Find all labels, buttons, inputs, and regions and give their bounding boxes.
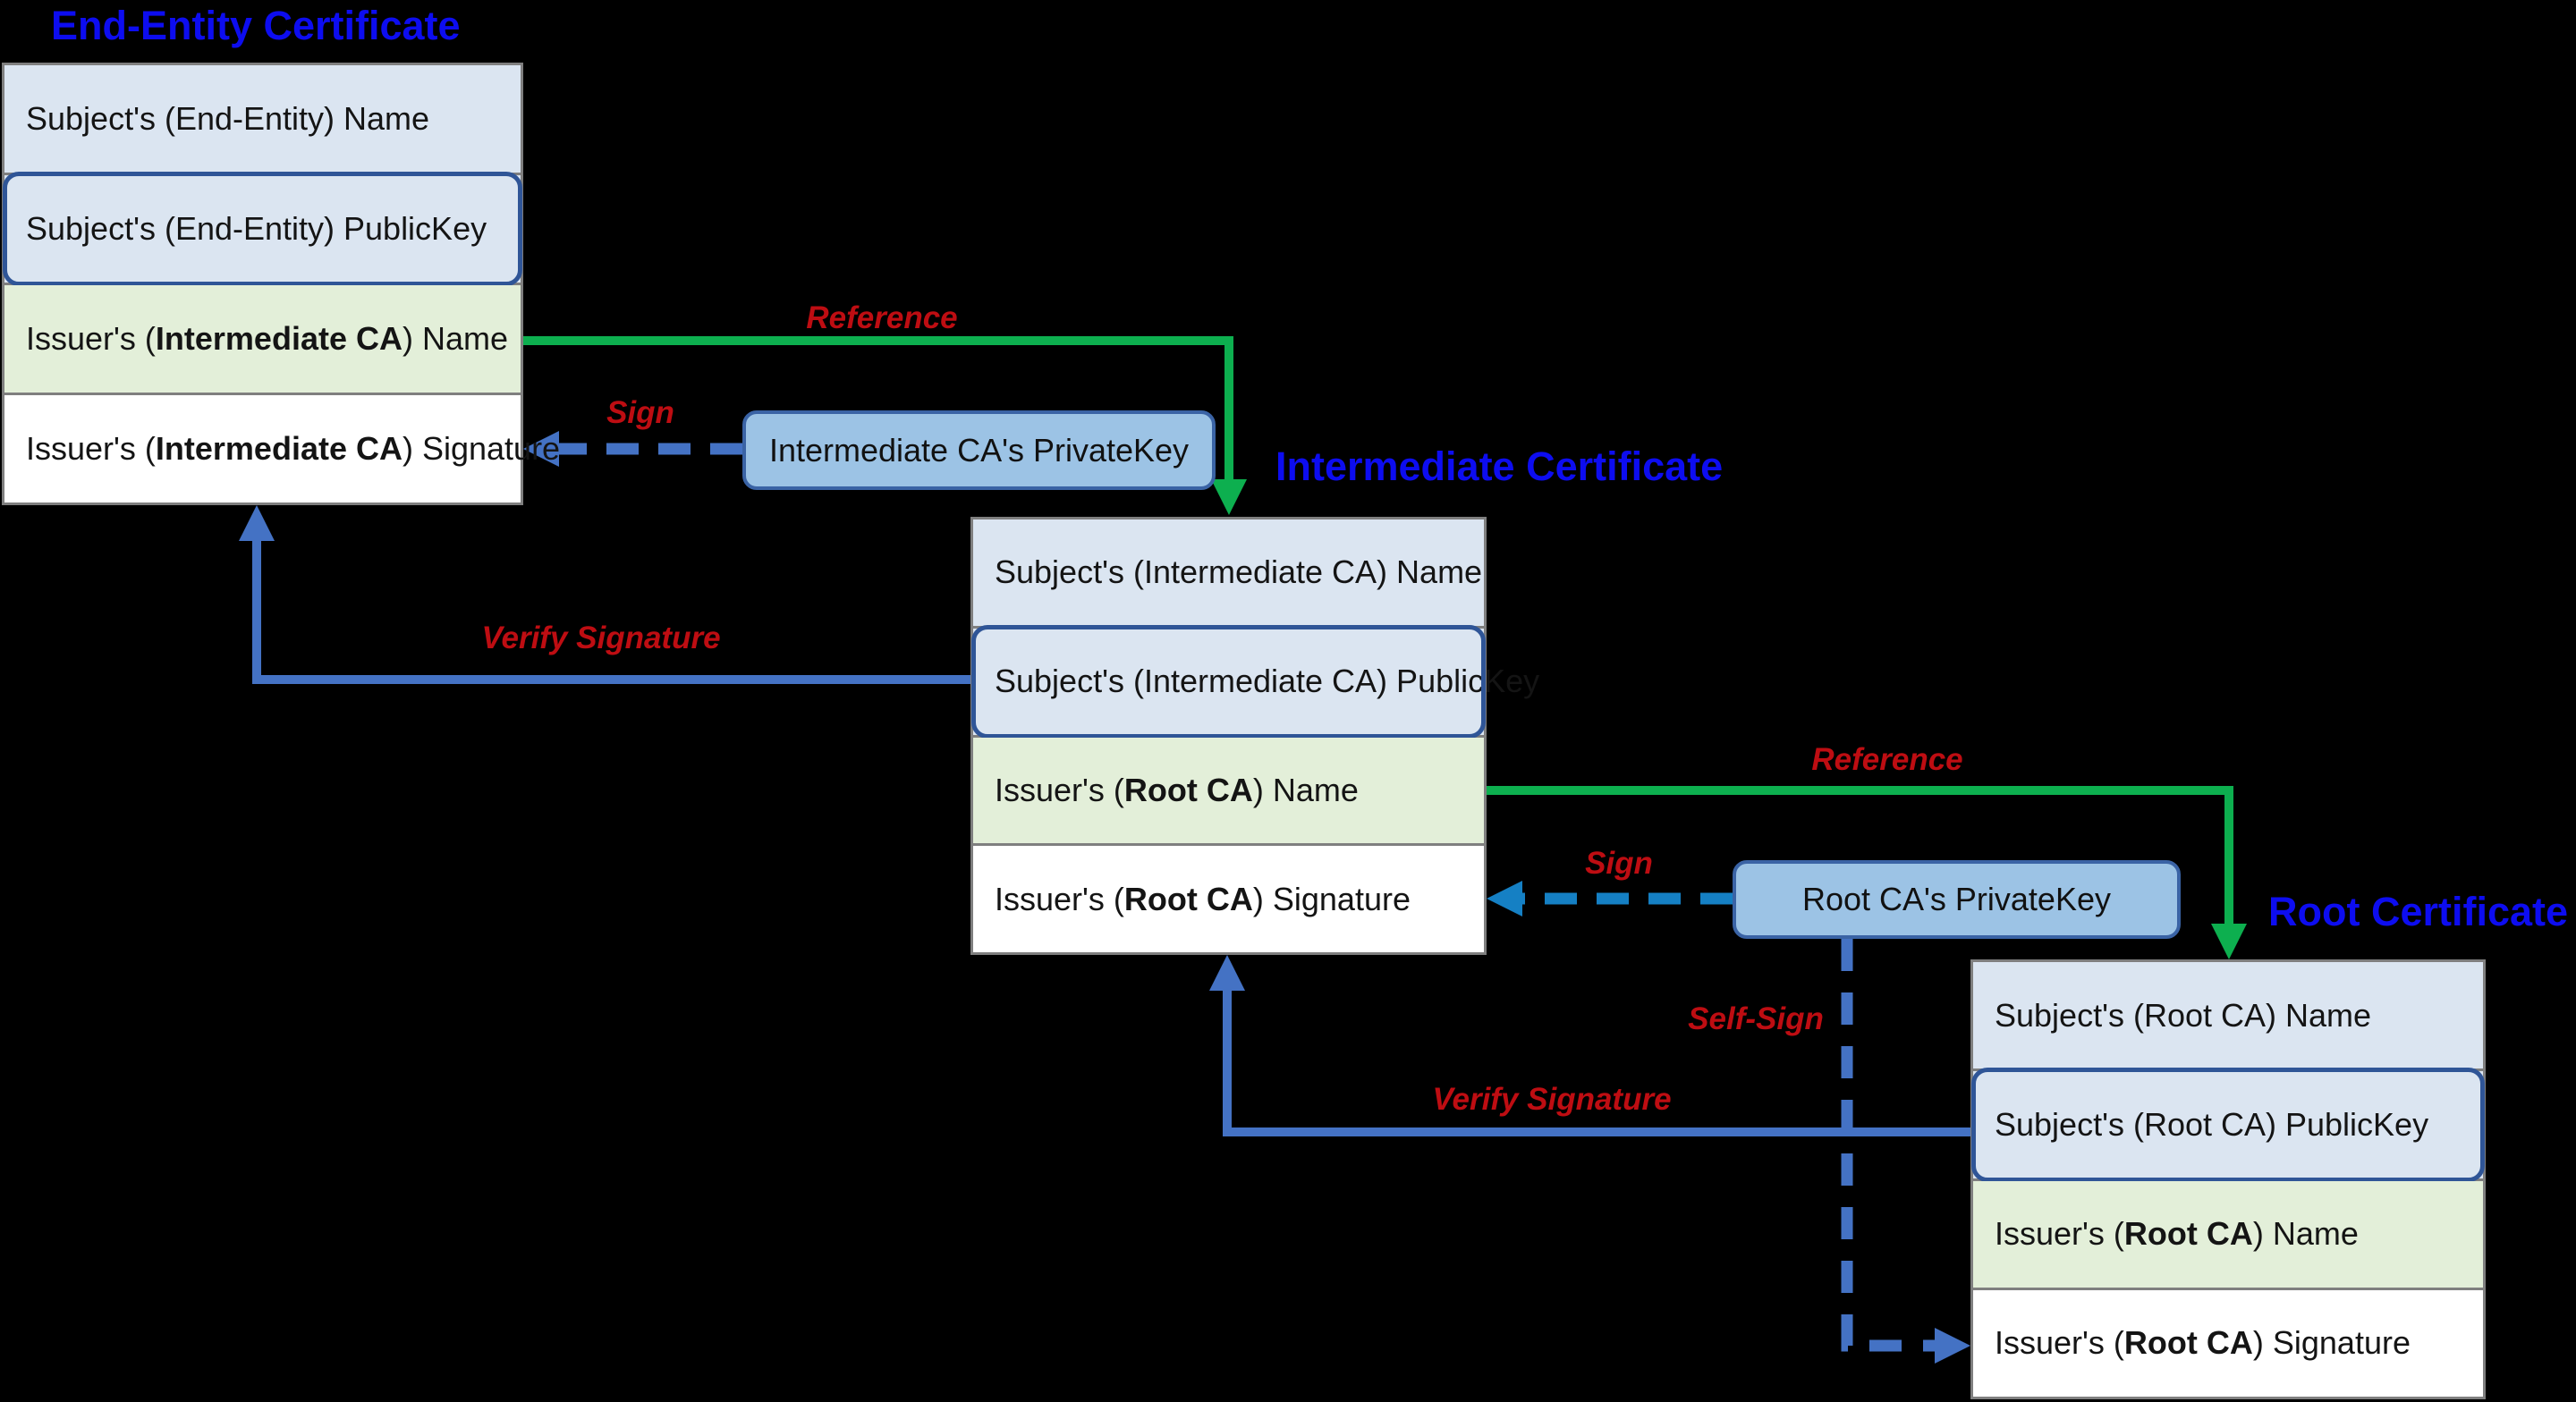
row-text: Subject's (Intermediate CA) PublicKey	[995, 663, 1540, 700]
row-subject-name: Subject's (Root CA) Name	[1973, 962, 2483, 1072]
label-verify-signature-2: Verify Signature	[1432, 1082, 1672, 1117]
row-text: ) Signature	[402, 430, 561, 467]
row-issuer-signature: Issuer's (Root CA) Signature	[1973, 1289, 2483, 1397]
verify-signature-arrow-1	[239, 505, 970, 684]
row-subject-publickey: Subject's (Intermediate CA) PublicKey	[971, 624, 1539, 739]
row-text-bold: Root CA	[2123, 1324, 2253, 1362]
row-text: Subject's (End-Entity) Name	[26, 100, 430, 137]
row-text: Subject's (Root CA) Name	[1995, 996, 2372, 1034]
row-subject-publickey: Subject's (End-Entity) PublicKey	[3, 172, 522, 286]
row-text-bold: Root CA	[1123, 880, 1253, 917]
row-subject-name: Subject's (Intermediate CA) Name	[973, 519, 1484, 629]
row-subject-name: Subject's (End-Entity) Name	[4, 65, 521, 175]
row-text: Issuer's (	[26, 430, 156, 467]
row-text: Issuer's (	[995, 771, 1124, 808]
row-issuer-name: Issuer's (Intermediate CA) Name	[4, 285, 521, 395]
reference-arrow-1	[523, 336, 1247, 515]
row-issuer-signature: Issuer's (Root CA) Signature	[973, 846, 1484, 952]
row-issuer-name: Issuer's (Root CA) Name	[1973, 1180, 2483, 1290]
row-text: Issuer's (	[1995, 1324, 2124, 1362]
row-text: ) Name	[1252, 771, 1359, 808]
cert-root: Subject's (Root CA) Name Subject's (Root…	[1970, 959, 2486, 1399]
row-text: Subject's (End-Entity) PublicKey	[26, 210, 487, 247]
row-text-bold: Root CA	[2123, 1215, 2253, 1253]
label-reference-2: Reference	[1811, 742, 1963, 777]
reference-arrow-2	[1487, 786, 2247, 959]
row-text: ) Name	[402, 320, 509, 357]
label-self-sign: Self-Sign	[1688, 1001, 1824, 1036]
self-sign-arrow	[1841, 939, 1970, 1364]
row-text: Subject's (Root CA) PublicKey	[1995, 1105, 2429, 1143]
label-reference-1: Reference	[806, 300, 958, 335]
row-issuer-name: Issuer's (Root CA) Name	[973, 737, 1484, 847]
row-text: Subject's (Intermediate CA) Name	[995, 553, 1483, 591]
verify-signature-arrow-2	[1209, 955, 1970, 1136]
privatekey-box-intermediate-ca: Intermediate CA's PrivateKey	[742, 410, 1216, 490]
row-issuer-signature: Issuer's (Intermediate CA) Signature	[4, 395, 560, 503]
row-text-bold: Root CA	[1123, 771, 1253, 808]
row-text: ) Signature	[2252, 1324, 2411, 1362]
cert-end-entity: Subject's (End-Entity) Name Subject's (E…	[2, 63, 560, 505]
row-text: Issuer's (	[995, 880, 1124, 917]
cert-intermediate: Subject's (Intermediate CA) Name Subject…	[970, 517, 1539, 955]
label-sign-2: Sign	[1585, 846, 1653, 881]
row-text: Issuer's (	[1995, 1215, 2124, 1253]
row-text-bold: Intermediate CA	[155, 430, 402, 467]
privatekey-box-root-ca: Root CA's PrivateKey	[1733, 860, 2181, 939]
row-text: ) Signature	[1252, 880, 1411, 917]
row-text-bold: Intermediate CA	[155, 320, 402, 357]
title-root-certificate: Root Certificate	[2268, 889, 2569, 934]
label-sign-1: Sign	[606, 395, 674, 430]
label-verify-signature-1: Verify Signature	[481, 621, 721, 655]
row-text: ) Name	[2252, 1215, 2359, 1253]
row-subject-publickey: Subject's (Root CA) PublicKey	[1971, 1068, 2485, 1182]
title-intermediate-certificate: Intermediate Certificate	[1275, 443, 1724, 489]
title-end-entity-certificate: End-Entity Certificate	[51, 3, 461, 48]
row-text: Issuer's (	[26, 320, 156, 357]
